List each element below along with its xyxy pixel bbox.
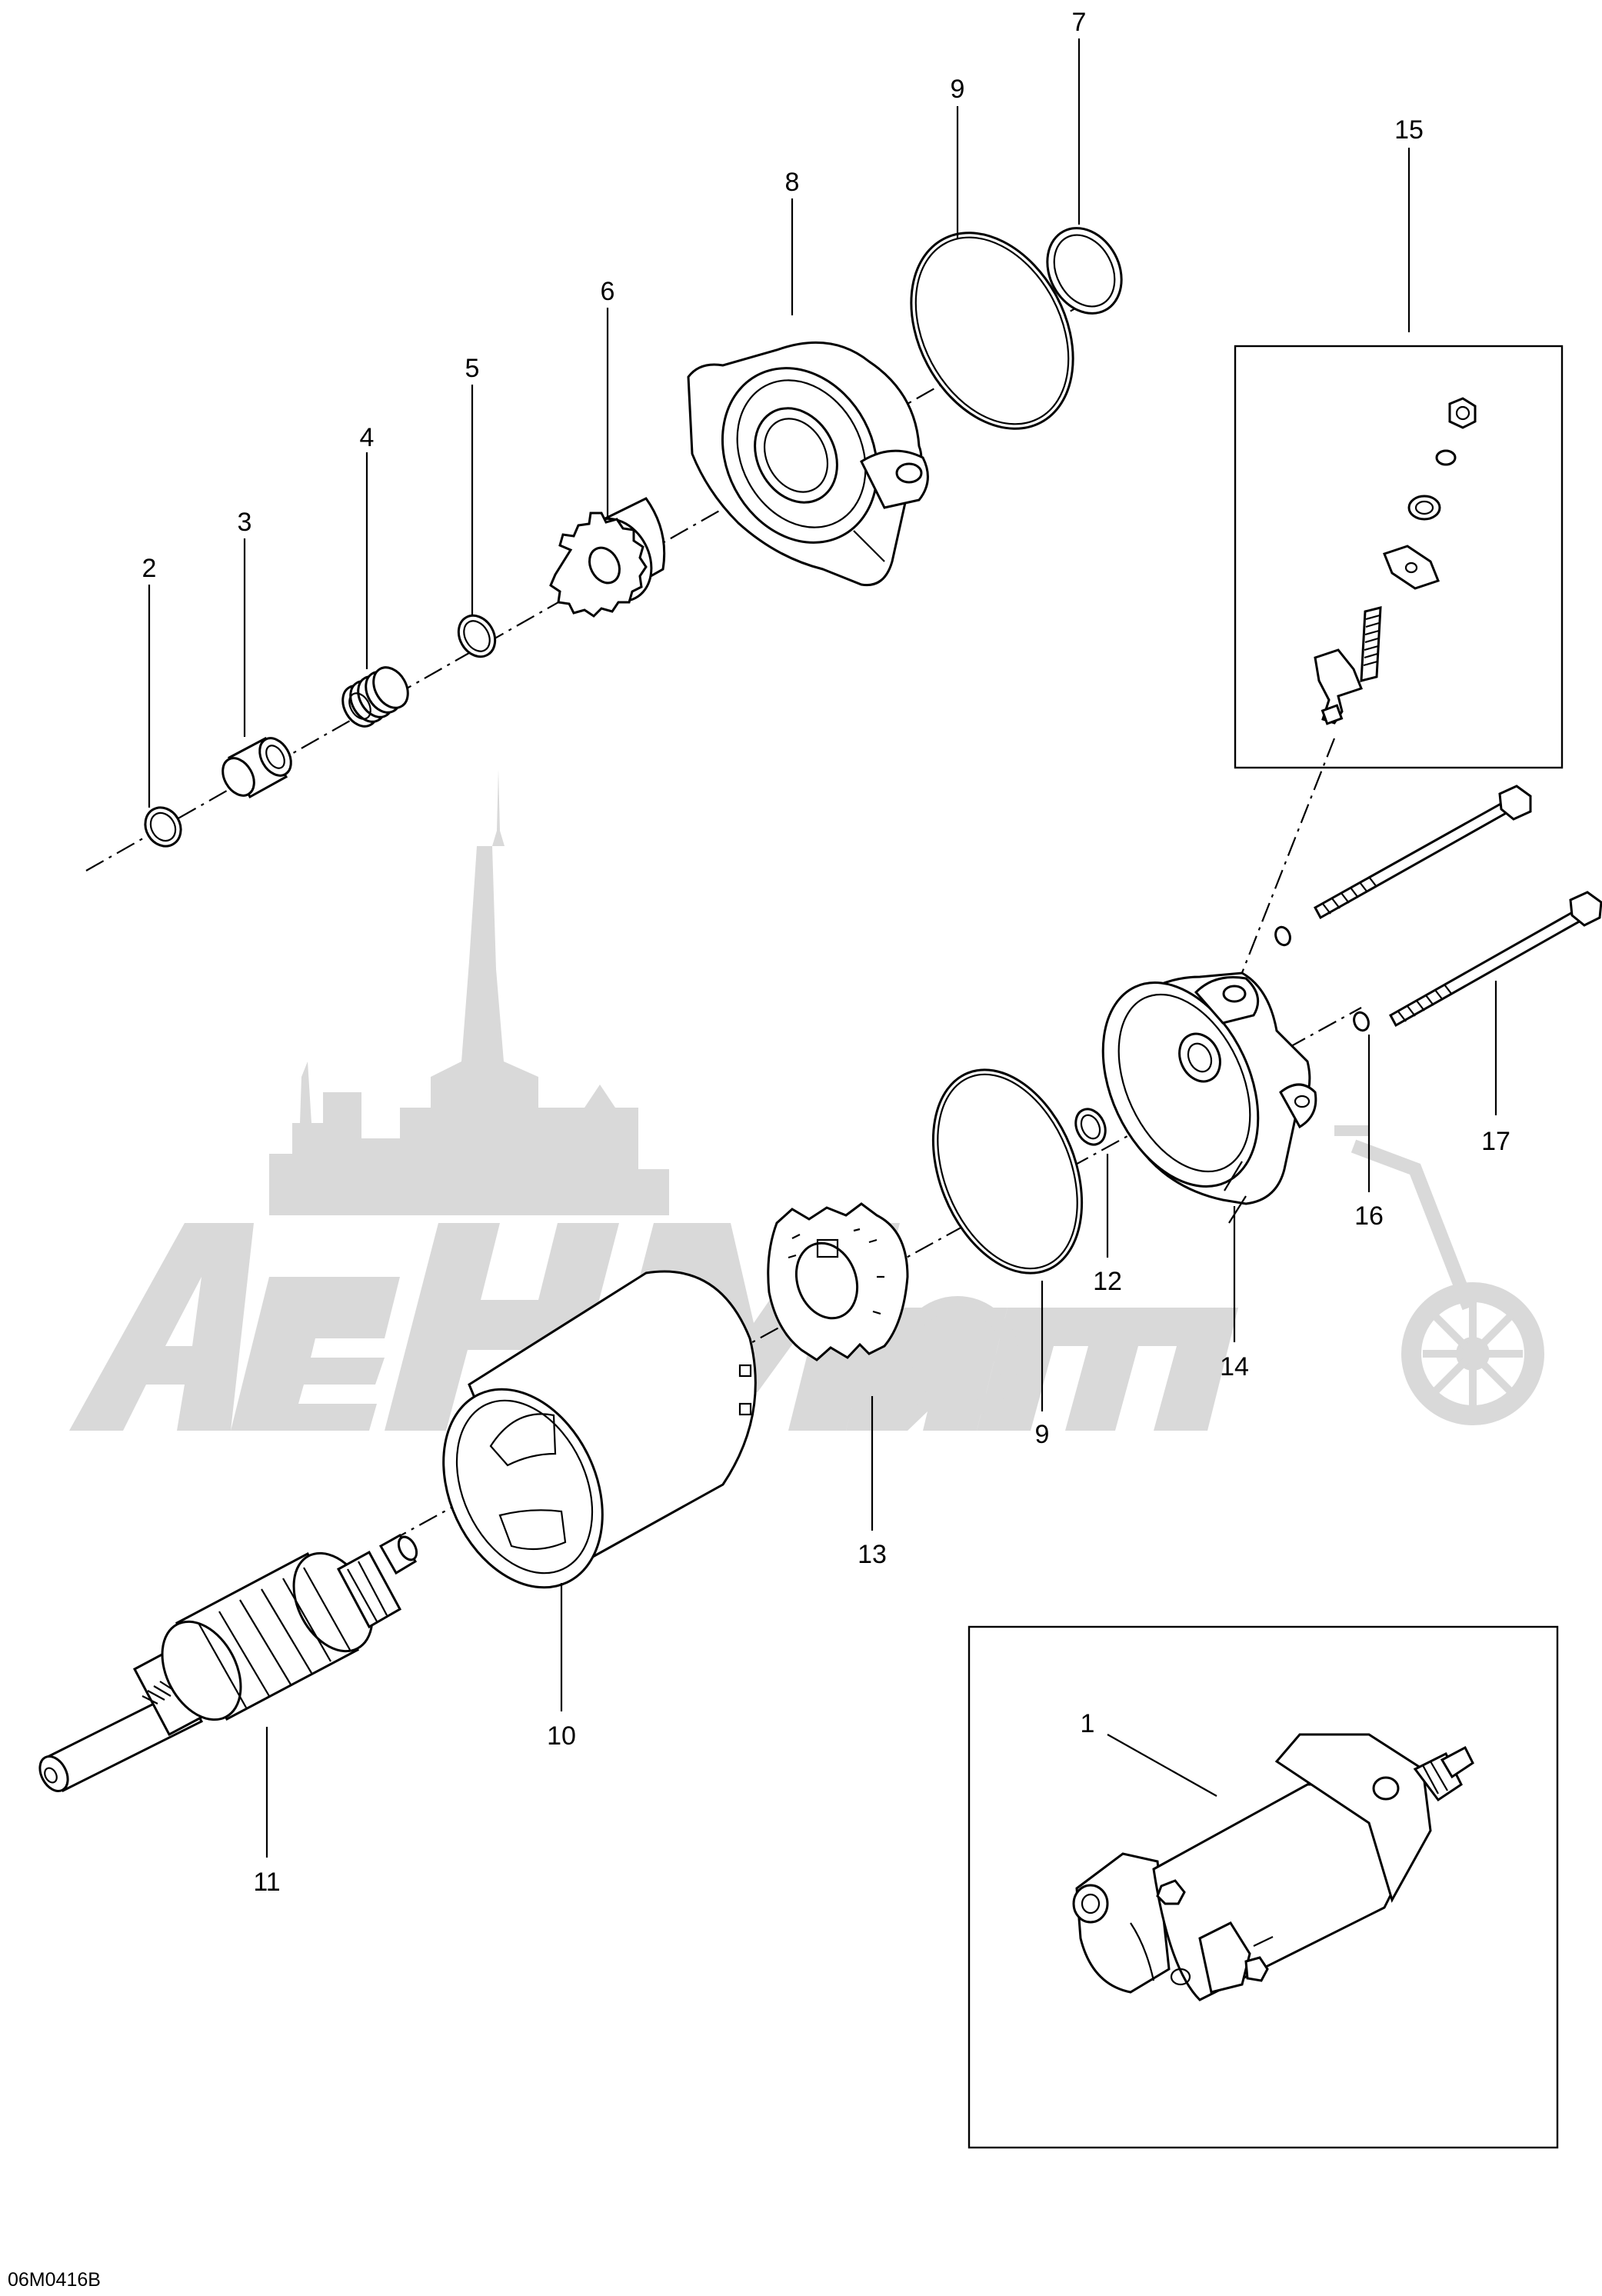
leader-1 xyxy=(1107,1734,1217,1797)
callout-6: 6 xyxy=(601,277,615,306)
callout-14: 14 xyxy=(1220,1352,1249,1381)
callout-5: 5 xyxy=(465,354,480,383)
callout-11: 11 xyxy=(253,1868,280,1897)
callout-2: 2 xyxy=(142,554,157,583)
callout-16: 16 xyxy=(1354,1201,1384,1231)
callout-labels: 1 2 3 4 5 6 7 8 9 9 10 11 12 13 14 15 16… xyxy=(142,8,1510,1897)
inset-1-assembled-starter xyxy=(968,1625,1559,2149)
callout-3: 3 xyxy=(238,508,252,537)
part-9-upper-o-ring xyxy=(910,232,1074,430)
callout-7: 7 xyxy=(1072,8,1087,37)
assembled-starter-drawing xyxy=(1072,1733,1474,2001)
callout-9-upper: 9 xyxy=(951,75,965,104)
part-8-drive-end-housing xyxy=(687,341,929,587)
part-4-spring xyxy=(341,666,409,728)
callout-1: 1 xyxy=(1081,1709,1095,1738)
part-14-commutator-end-housing xyxy=(1101,971,1317,1224)
part-5-o-ring xyxy=(457,614,497,658)
callout-15: 15 xyxy=(1394,115,1424,145)
part-12-o-ring xyxy=(1074,1108,1107,1146)
callout-10: 10 xyxy=(547,1721,576,1751)
part-17-through-bolts xyxy=(1313,785,1602,1028)
callout-13: 13 xyxy=(858,1540,887,1569)
part-3-bushing xyxy=(221,736,292,799)
inset-15-lever-kit xyxy=(1234,345,1564,769)
watermark xyxy=(69,769,1544,1431)
part-10-yoke-frame xyxy=(442,1270,757,1589)
callout-9-lower: 9 xyxy=(1035,1420,1050,1449)
document-code: 06M0416B xyxy=(8,2269,101,2291)
part-16-lock-washers xyxy=(1274,925,1370,1032)
part-9-lower-o-ring xyxy=(931,1068,1084,1275)
part-11-armature xyxy=(38,1533,418,1793)
callout-8: 8 xyxy=(785,168,800,197)
part-2-retaining-ring xyxy=(144,806,182,848)
part-13-brush-plate xyxy=(767,1202,909,1361)
callout-12: 12 xyxy=(1093,1267,1122,1296)
part-7-seal-ring xyxy=(1046,227,1123,315)
callout-4: 4 xyxy=(360,423,375,452)
lever-centerline xyxy=(1233,738,1336,993)
leader-lines xyxy=(148,38,1497,1858)
callout-17: 17 xyxy=(1481,1127,1510,1156)
inset-15-parts xyxy=(1314,397,1477,725)
part-6-pinion-drive xyxy=(549,497,666,618)
